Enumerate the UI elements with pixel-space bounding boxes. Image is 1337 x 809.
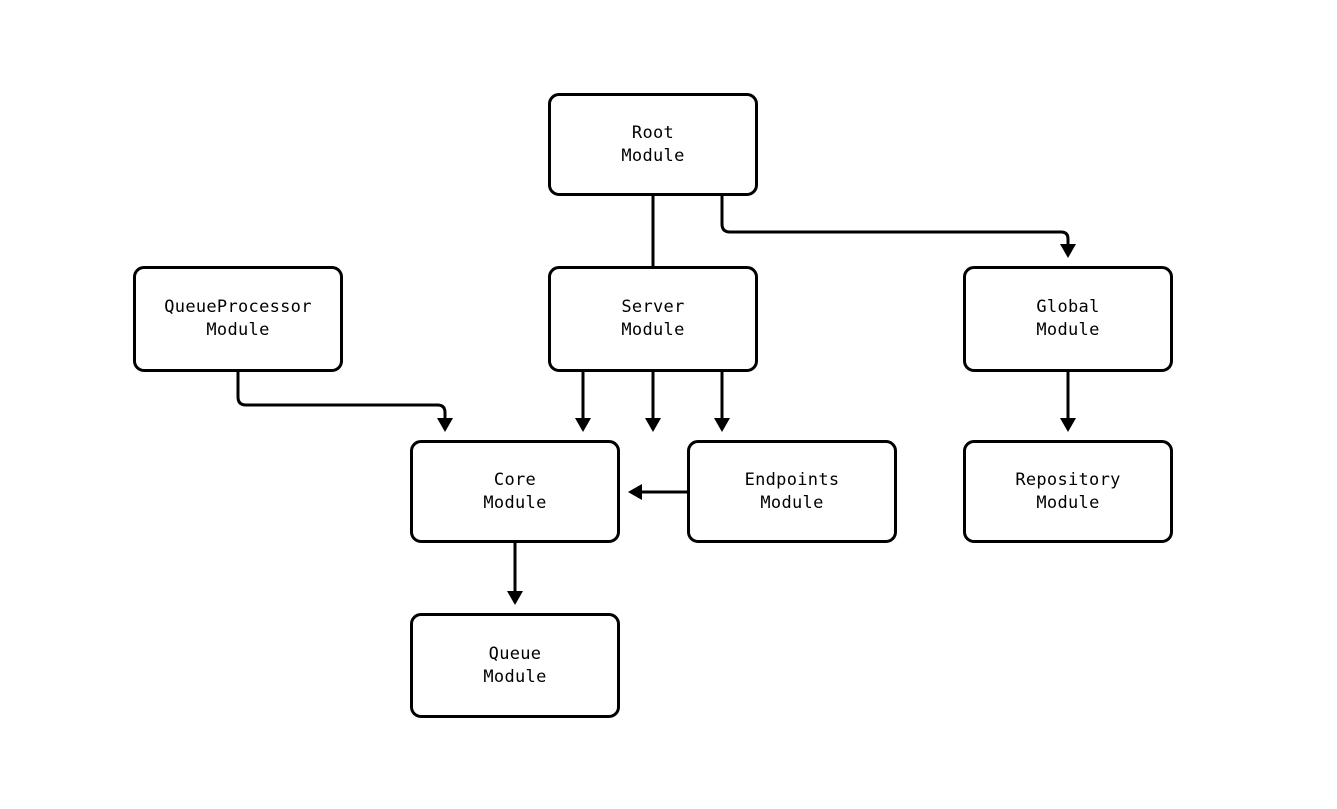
arrowhead-icon xyxy=(437,418,453,432)
node-title: Global xyxy=(1036,297,1100,317)
edge-endpoints-to-core xyxy=(628,484,687,500)
node-title: Queue xyxy=(488,643,542,664)
edge-line xyxy=(236,372,447,420)
edge-global-to-repository xyxy=(1060,372,1076,432)
arrowhead-icon xyxy=(1060,418,1076,432)
arrowhead-icon xyxy=(575,418,591,432)
arrowhead-icon xyxy=(645,418,661,432)
node-title: QueueProcessor xyxy=(164,297,312,317)
edge-server-to-endpoints xyxy=(714,372,730,432)
node-subtitle: Module xyxy=(1036,492,1100,513)
node-title: Core xyxy=(493,469,537,490)
arrowhead-icon xyxy=(507,591,523,605)
node-subtitle: Module xyxy=(483,492,547,513)
edge-core-to-queue xyxy=(507,543,523,605)
node-subtitle: Module xyxy=(206,320,270,340)
node-subtitle: Module xyxy=(621,320,685,340)
edge-queueprocessor-to-core xyxy=(236,372,453,432)
edge-server-to-core xyxy=(575,372,591,432)
node-subtitle: Module xyxy=(760,492,824,513)
edge-root-to-global xyxy=(720,196,1076,258)
arrowhead-icon xyxy=(714,418,730,432)
node-subtitle: Module xyxy=(483,666,547,687)
node-title: Repository xyxy=(1015,469,1121,490)
edge-line xyxy=(720,196,1070,246)
arrowhead-icon xyxy=(628,484,642,500)
node-subtitle: Module xyxy=(621,145,685,166)
node-subtitle: Module xyxy=(1036,320,1100,340)
node-title: Endpoints xyxy=(744,469,840,490)
node-title: Root xyxy=(631,122,675,143)
arrowhead-icon xyxy=(1060,244,1076,258)
node-title: Server xyxy=(621,297,685,317)
